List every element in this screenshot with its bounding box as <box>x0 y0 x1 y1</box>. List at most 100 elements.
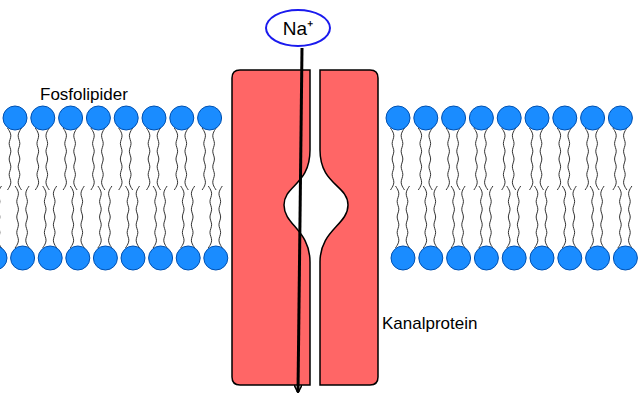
lipid-tail <box>429 128 432 190</box>
lipid-tail <box>63 128 66 190</box>
phospholipid-head <box>525 106 549 130</box>
phospholipid-head <box>11 246 35 270</box>
lipid-tail <box>157 128 160 190</box>
lipid-tail <box>15 186 18 248</box>
lipid-tail <box>545 186 548 248</box>
phospholipid-head <box>447 246 471 270</box>
lipid-tail <box>585 128 588 190</box>
lipid-tail <box>512 128 515 190</box>
lipid-tail <box>174 128 177 190</box>
phospholipid-head <box>93 246 117 270</box>
phospholipid-head <box>142 106 166 130</box>
phospholipid-head <box>586 246 610 270</box>
lipid-tail <box>109 186 112 248</box>
lipid-tail <box>35 128 38 190</box>
phospholipid-head <box>3 106 27 130</box>
lipid-tail <box>462 186 465 248</box>
lipid-tail <box>557 128 560 190</box>
lipid-tail <box>70 186 73 248</box>
lipid-tail <box>126 186 129 248</box>
lipid-tail <box>8 128 11 190</box>
lipid-tail <box>613 128 616 190</box>
lipid-tail <box>153 186 156 248</box>
lipid-tail <box>191 186 194 248</box>
ion-label: Na⁺ <box>283 15 313 41</box>
lipid-tail <box>391 128 394 190</box>
lipid-tail <box>53 186 56 248</box>
lipid-tail <box>618 186 621 248</box>
phospholipid-head <box>497 106 521 130</box>
phospholipid-head <box>0 246 7 270</box>
lipid-tail <box>490 186 493 248</box>
phospholipid-head <box>391 246 415 270</box>
lipid-tail <box>451 186 454 248</box>
lipid-tail <box>102 128 105 190</box>
lipid-tail <box>573 186 576 248</box>
lipid-tail <box>46 128 49 190</box>
lipid-heads <box>0 106 637 270</box>
lipid-tail <box>418 128 421 190</box>
lipid-tail <box>147 128 150 190</box>
phospholipid-head <box>419 246 443 270</box>
phospholipid-head <box>608 106 632 130</box>
lipid-tail <box>507 186 510 248</box>
lipid-tail <box>596 128 599 190</box>
lipid-tail <box>208 186 211 248</box>
lipid-tail <box>562 186 565 248</box>
phospholipid-head <box>469 106 493 130</box>
lipid-tail <box>624 128 627 190</box>
lipid-tail <box>540 128 543 190</box>
lipid-tail <box>213 128 216 190</box>
lipid-tail <box>401 128 404 190</box>
lipid-tail <box>181 186 184 248</box>
phospholipid-head <box>414 106 438 130</box>
lipid-tail <box>129 128 132 190</box>
lipid-tail <box>474 128 477 190</box>
lipid-tail <box>502 128 505 190</box>
phospholipid-head <box>66 246 90 270</box>
lipid-tails <box>0 128 632 248</box>
lipid-tail <box>81 186 84 248</box>
lipid-tail <box>185 128 188 190</box>
phospholipid-head <box>114 106 138 130</box>
lipid-tail <box>457 128 460 190</box>
phospholipid-head <box>553 106 577 130</box>
phospholipid-head <box>31 106 55 130</box>
lipid-tail <box>18 128 21 190</box>
lipid-tail <box>0 186 2 248</box>
lipid-tail <box>530 128 533 190</box>
lipid-tail <box>423 186 426 248</box>
phospholipid-head <box>502 246 526 270</box>
phospholipid-head <box>38 246 62 270</box>
lipid-tail <box>43 186 46 248</box>
lipid-tail <box>590 186 593 248</box>
lipid-tail <box>26 186 29 248</box>
lipid-tail <box>517 186 520 248</box>
ion-ellipse: Na⁺ <box>265 9 331 47</box>
protein-label: Kanalprotein <box>382 314 477 334</box>
phospholipid-head <box>176 246 200 270</box>
lipid-tail <box>434 186 437 248</box>
lipid-tail <box>202 128 205 190</box>
lipid-tail <box>406 186 409 248</box>
phospholipid-head <box>204 246 228 270</box>
lipid-tail <box>164 186 167 248</box>
lipid-tail <box>629 186 632 248</box>
phospholipid-head <box>442 106 466 130</box>
lipid-tail <box>535 186 538 248</box>
phospholipid-head <box>386 106 410 130</box>
phospholipid-head <box>170 106 194 130</box>
lipid-tail <box>136 186 139 248</box>
ion-path-arrow <box>298 48 302 392</box>
lipid-tail <box>485 128 488 190</box>
lipid-tail <box>396 186 399 248</box>
lipid-tail <box>479 186 482 248</box>
phospholipid-head <box>558 246 582 270</box>
phospholipid-head <box>530 246 554 270</box>
phospholipid-head <box>121 246 145 270</box>
lipid-tail <box>74 128 77 190</box>
lipid-tail <box>446 128 449 190</box>
lipid-tail <box>601 186 604 248</box>
